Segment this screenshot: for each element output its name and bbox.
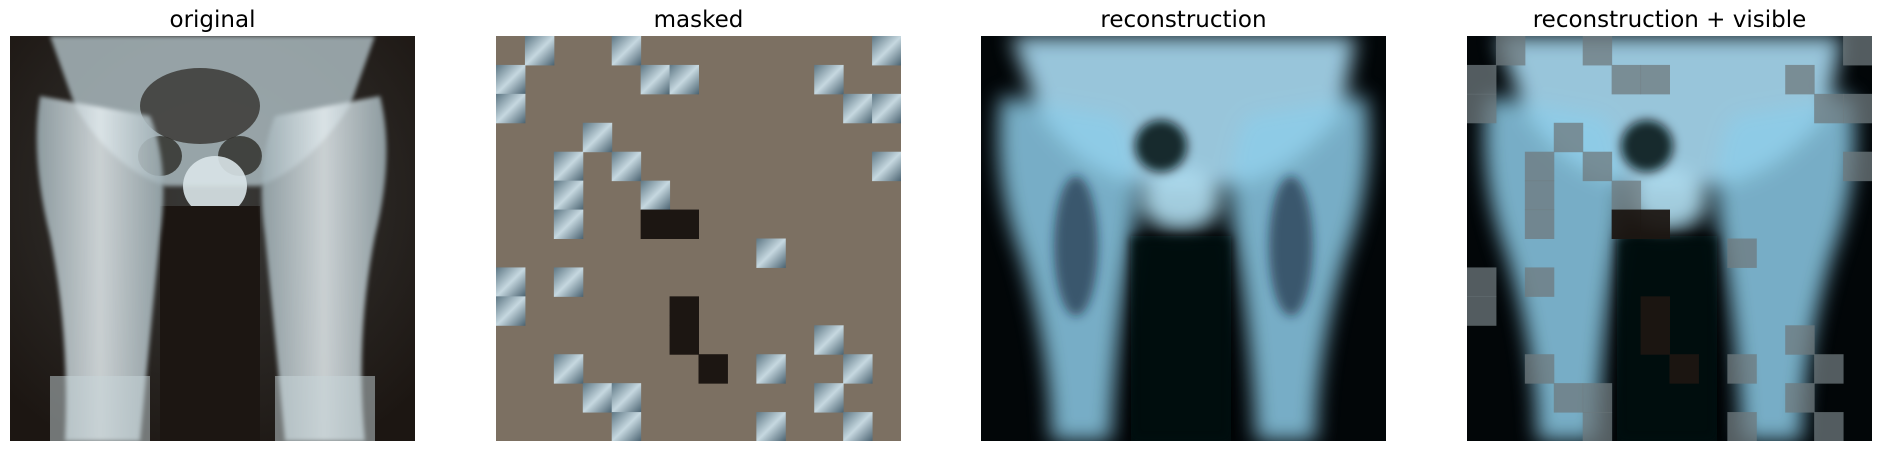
visible-patch bbox=[1467, 267, 1497, 297]
visible-patch bbox=[1582, 383, 1613, 413]
visible-patch bbox=[496, 93, 526, 124]
visible-patch bbox=[698, 354, 728, 384]
visible-patch bbox=[1727, 412, 1757, 441]
visible-patch bbox=[611, 412, 642, 441]
panel-reconstruction: reconstruction bbox=[981, 0, 1386, 450]
visible-patch bbox=[1524, 151, 1555, 182]
visible-patch bbox=[1814, 412, 1844, 441]
visible-patch bbox=[1640, 209, 1670, 239]
visible-patch bbox=[756, 412, 786, 441]
visible-patch bbox=[1727, 238, 1757, 268]
visible-patch bbox=[1843, 36, 1872, 66]
visible-patch bbox=[1814, 354, 1844, 384]
visible-patch bbox=[611, 383, 642, 413]
visible-patch bbox=[611, 36, 642, 66]
visible-patch bbox=[611, 151, 642, 182]
visible-patch bbox=[1611, 209, 1642, 239]
visible-patch bbox=[1524, 209, 1555, 239]
visible-patch bbox=[1553, 383, 1584, 413]
visible-patch bbox=[1467, 93, 1497, 124]
visible-patch bbox=[1785, 64, 1815, 95]
panel-reconstruction-visible: reconstruction + visible bbox=[1467, 0, 1872, 450]
visible-patch bbox=[553, 151, 584, 182]
visible-patch bbox=[1669, 354, 1699, 384]
visible-patch bbox=[1524, 354, 1555, 384]
visible-patch bbox=[1553, 122, 1584, 153]
visible-patch bbox=[1727, 354, 1757, 384]
visible-patch bbox=[669, 296, 699, 326]
visible-patch bbox=[1640, 64, 1670, 95]
visible-patch bbox=[872, 36, 901, 66]
visible-patch bbox=[1524, 180, 1555, 211]
visible-patch bbox=[1524, 267, 1555, 297]
visible-patch bbox=[553, 267, 584, 297]
visible-patch bbox=[1843, 93, 1872, 124]
visible-patch bbox=[843, 93, 873, 124]
panel-masked: masked bbox=[496, 0, 901, 450]
visible-patch bbox=[872, 93, 901, 124]
visible-patch bbox=[553, 180, 584, 211]
visible-patch bbox=[553, 209, 584, 239]
visible-patch bbox=[582, 122, 613, 153]
reconstruction-visible-image bbox=[1467, 36, 1872, 441]
visible-patch bbox=[524, 36, 555, 66]
visible-patch bbox=[1467, 296, 1497, 326]
visible-patch bbox=[640, 64, 671, 95]
panel-title-reconstruction-visible: reconstruction + visible bbox=[1532, 7, 1807, 33]
visible-patch bbox=[640, 209, 671, 239]
visible-patch bbox=[1611, 180, 1642, 211]
reconstruction-image bbox=[981, 36, 1386, 441]
visible-patch bbox=[843, 412, 873, 441]
panel-title-original: original bbox=[169, 7, 256, 33]
visible-patch bbox=[496, 64, 526, 95]
visible-patch bbox=[669, 64, 699, 95]
visible-patch bbox=[1814, 93, 1844, 124]
visible-patch bbox=[1640, 325, 1670, 355]
visible-patch bbox=[669, 209, 699, 239]
visible-patch bbox=[582, 383, 613, 413]
visible-patch bbox=[496, 296, 526, 326]
visible-patch bbox=[1611, 64, 1642, 95]
visible-patch bbox=[872, 151, 901, 182]
visible-patch bbox=[669, 325, 699, 355]
panel-original: original bbox=[10, 0, 415, 450]
panel-title-reconstruction: reconstruction bbox=[1100, 7, 1267, 33]
visible-patch bbox=[1582, 412, 1613, 441]
masked-xray-image bbox=[496, 36, 901, 441]
visible-patch bbox=[1785, 325, 1815, 355]
visible-patch bbox=[1467, 64, 1497, 95]
visible-patch bbox=[843, 354, 873, 384]
visible-patch bbox=[1843, 151, 1872, 182]
visible-patch bbox=[814, 64, 844, 95]
visible-patch bbox=[553, 354, 584, 384]
visible-patch bbox=[756, 354, 786, 384]
visible-patch bbox=[1640, 296, 1670, 326]
visible-patch bbox=[496, 267, 526, 297]
original-xray-image bbox=[10, 36, 415, 441]
visible-patch bbox=[814, 383, 844, 413]
visible-patch bbox=[756, 238, 786, 268]
visible-patch bbox=[1582, 36, 1613, 66]
panel-title-masked: masked bbox=[653, 7, 744, 33]
visible-patch bbox=[814, 325, 844, 355]
visible-patch bbox=[1582, 151, 1613, 182]
visible-patch bbox=[1785, 383, 1815, 413]
visible-patch bbox=[1495, 36, 1526, 66]
visible-patch bbox=[640, 180, 671, 211]
